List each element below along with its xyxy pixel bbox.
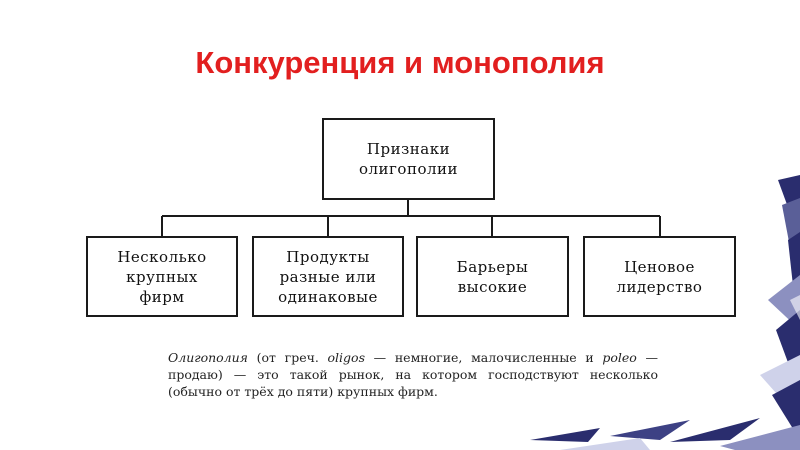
- bottom-edge-ornament: [530, 418, 800, 450]
- right-edge-ornament: [760, 175, 800, 440]
